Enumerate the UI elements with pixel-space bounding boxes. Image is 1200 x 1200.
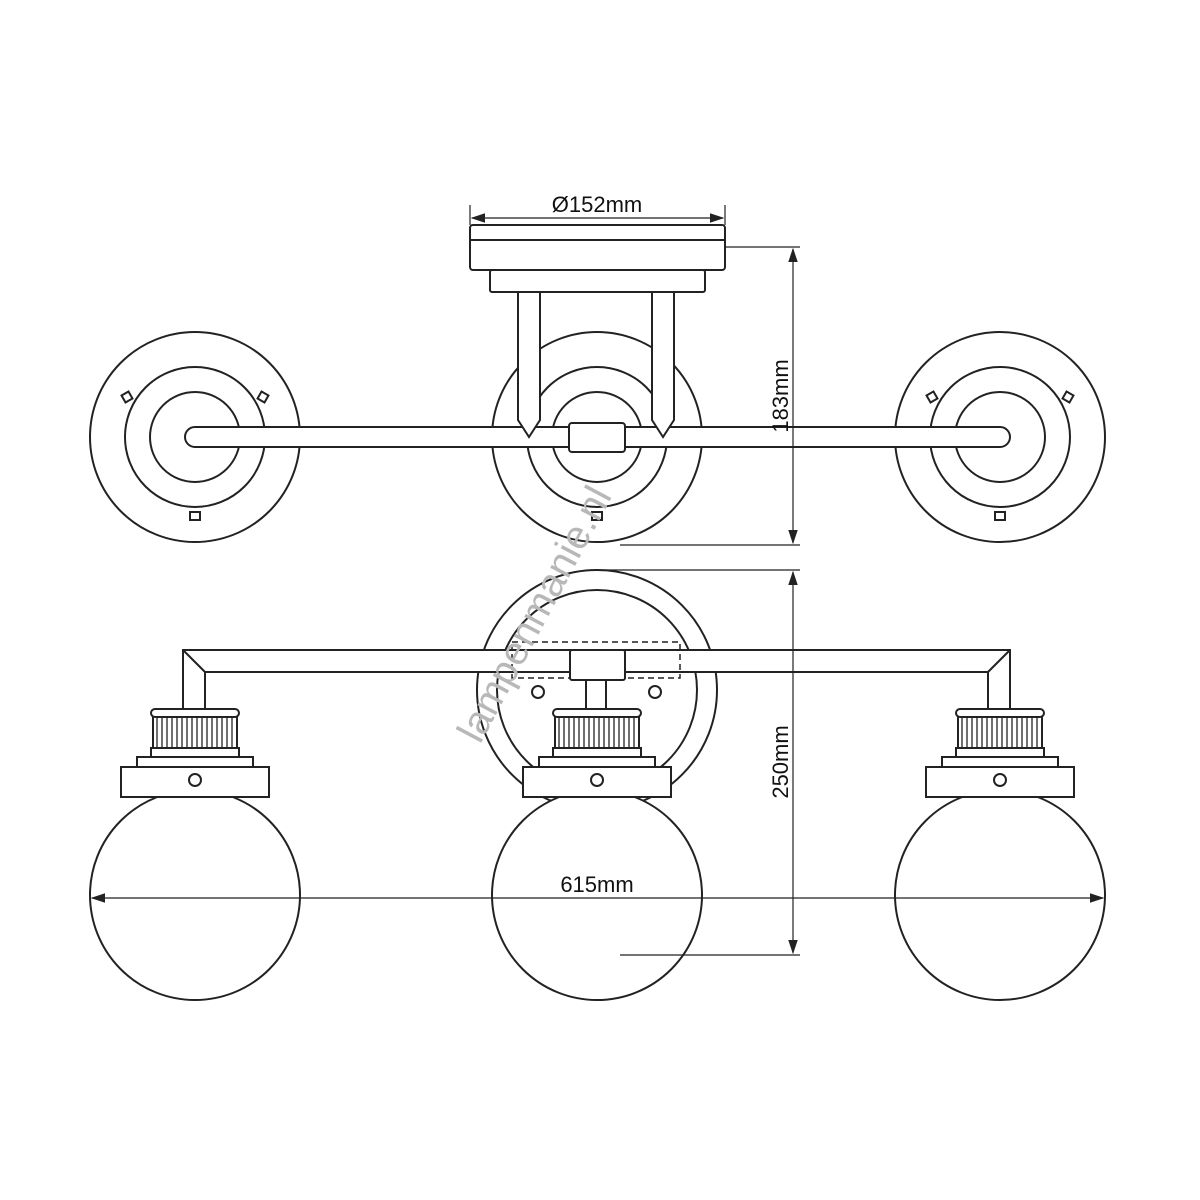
step: [538, 756, 656, 768]
collar-screw: [188, 773, 202, 787]
step: [150, 747, 240, 758]
screw: [994, 511, 1006, 521]
collar: [120, 766, 270, 798]
front-stem: [585, 679, 607, 711]
center-connector: [568, 422, 626, 453]
screw: [120, 390, 134, 404]
screw: [925, 390, 939, 404]
screw: [189, 511, 201, 521]
collar: [925, 766, 1075, 798]
front-lamp-1: [89, 708, 301, 1001]
step: [136, 756, 254, 768]
post-right: [651, 291, 675, 439]
glass-globe: [89, 789, 301, 1001]
front-view: [89, 569, 1106, 1001]
ribbed-holder: [554, 715, 640, 749]
holder-top: [150, 708, 240, 718]
dim-top-height: 183mm: [768, 359, 793, 432]
canopy-lower: [489, 269, 706, 293]
step: [955, 747, 1045, 758]
screw-hole: [531, 685, 545, 699]
hidden-bracket: [511, 641, 681, 679]
ribbed-holder: [957, 715, 1043, 749]
dim-canopy-diameter: Ø152mm: [552, 192, 642, 217]
dim-overall-width: 615mm: [560, 872, 633, 897]
screw: [591, 511, 603, 521]
holder-top: [552, 708, 642, 718]
dim-front-height: 250mm: [768, 725, 793, 798]
post-left: [517, 291, 541, 439]
top-view: [89, 224, 1106, 543]
screw-hole: [648, 685, 662, 699]
glass-globe: [894, 789, 1106, 1001]
collar: [522, 766, 672, 798]
front-connector: [569, 649, 626, 681]
screw: [256, 390, 270, 404]
collar-screw: [590, 773, 604, 787]
ribbed-holder: [152, 715, 238, 749]
screw: [1061, 390, 1075, 404]
step: [552, 747, 642, 758]
canopy-plate: [469, 224, 726, 271]
holder-top: [955, 708, 1045, 718]
front-lamp-3: [894, 708, 1106, 1001]
collar-screw: [993, 773, 1007, 787]
step: [941, 756, 1059, 768]
